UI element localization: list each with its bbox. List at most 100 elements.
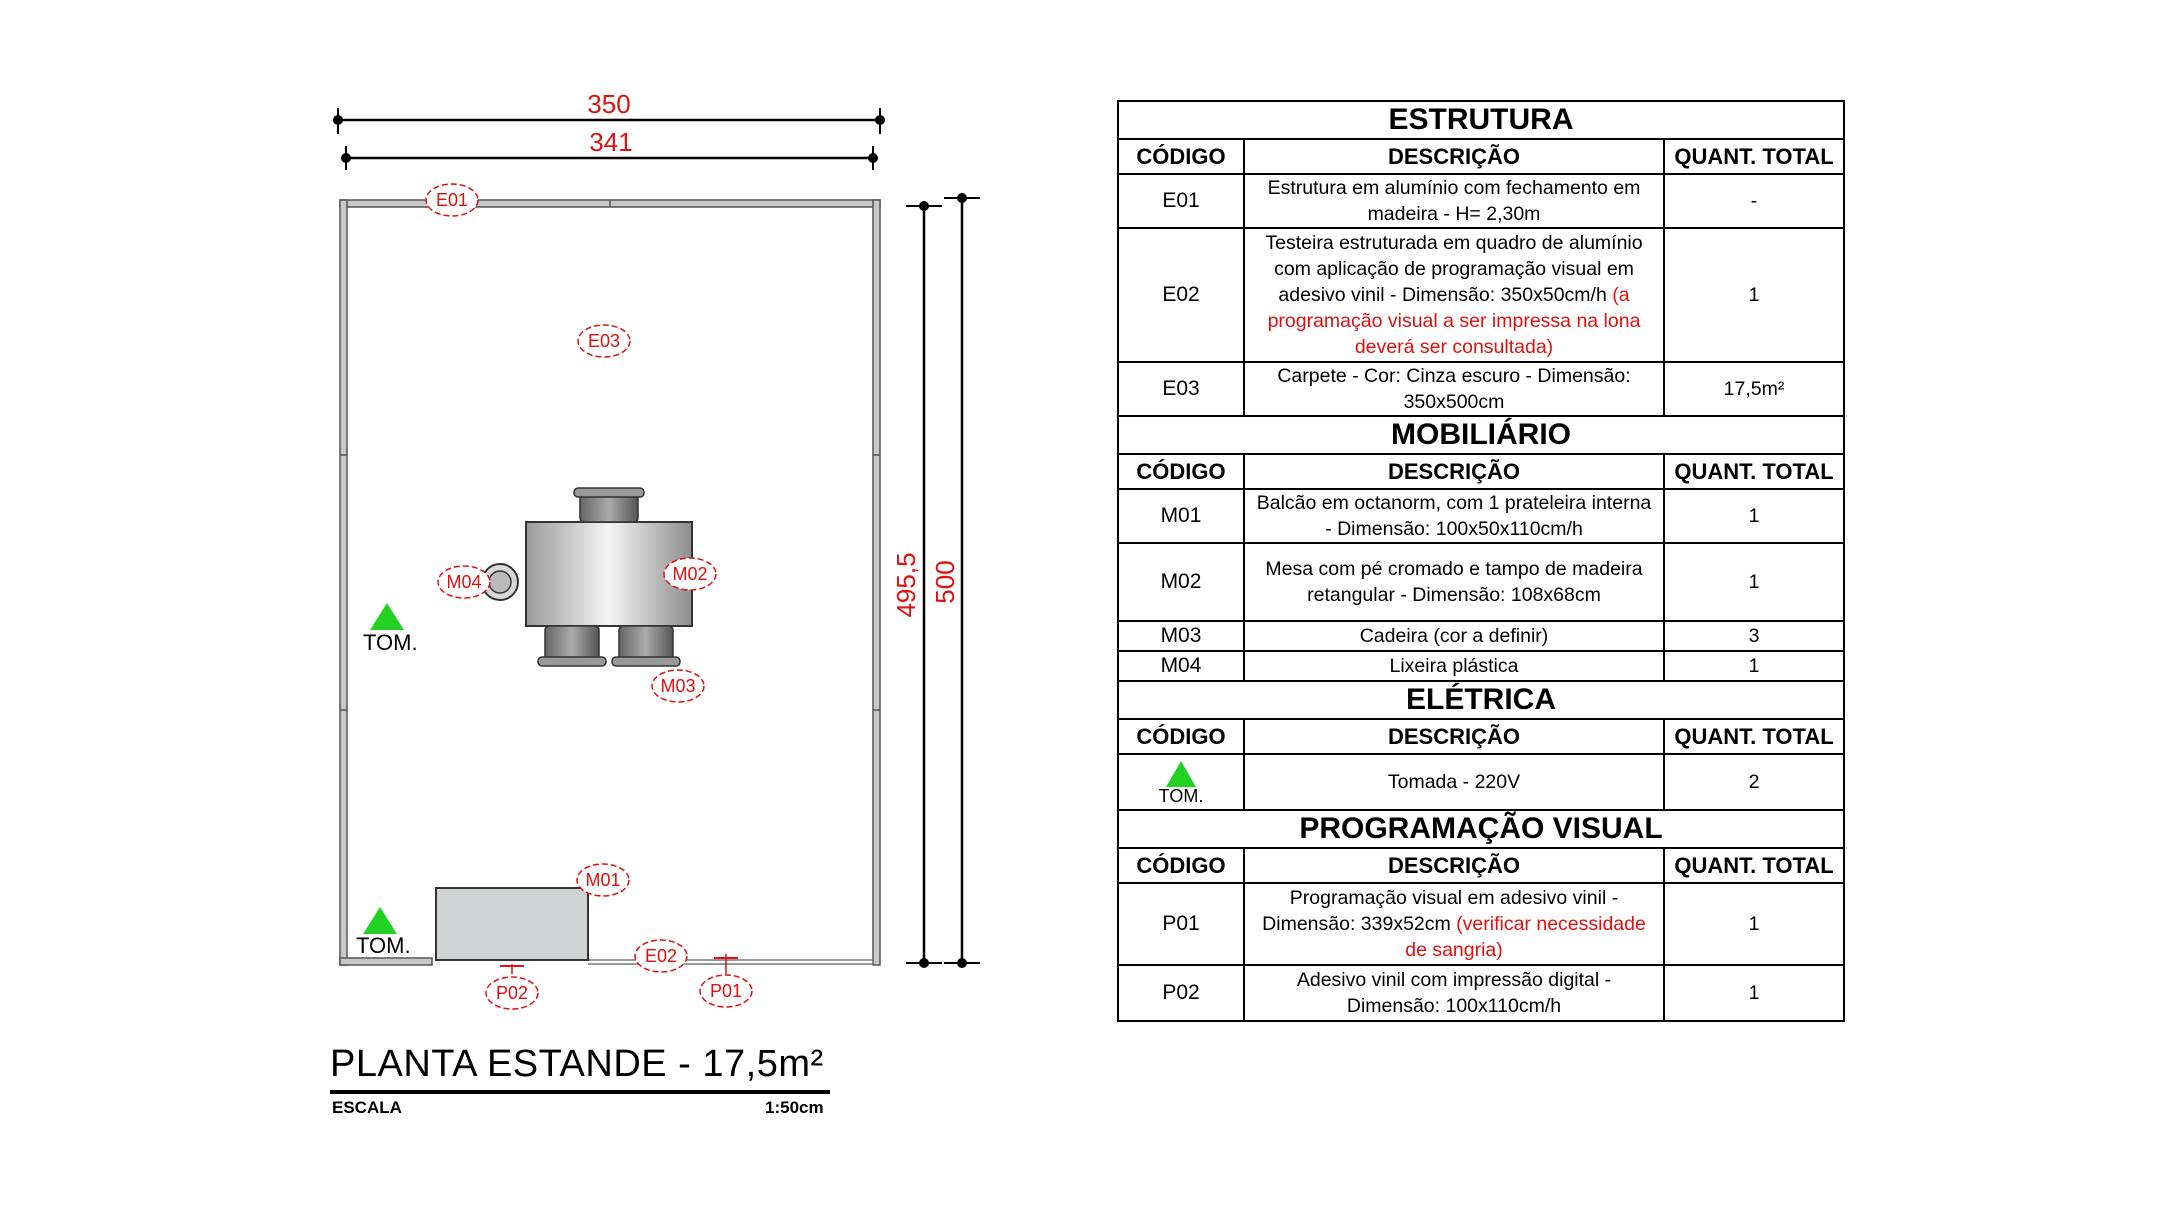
row-code: M02 — [1117, 542, 1245, 622]
row-description: Balcão em octanorm, com 1 prateleira int… — [1243, 488, 1665, 544]
row-code: E03 — [1117, 361, 1245, 417]
header-quantity: QUANT. TOTAL — [1662, 138, 1846, 175]
header-quantity: QUANT. TOTAL — [1662, 453, 1846, 490]
table-row: M02 Mesa com pé cromado e tampo de madei… — [1117, 542, 1846, 622]
row-description: Testeira estruturada em quadro de alumín… — [1243, 227, 1665, 363]
chair-top — [573, 487, 645, 523]
row-description: Estrutura em alumínio com fechamento em … — [1243, 173, 1665, 229]
scale-value: 1:50cm — [765, 1098, 824, 1117]
counter-m01 — [435, 887, 589, 961]
tag-m01: M01 — [576, 863, 630, 897]
table-row: E03 Carpete - Cor: Cinza escuro - Dimens… — [1117, 361, 1846, 417]
row-quantity: 1 — [1662, 964, 1846, 1022]
header-quantity: QUANT. TOTAL — [1662, 847, 1846, 884]
table-row: M01 Balcão em octanorm, com 1 prateleira… — [1117, 488, 1846, 544]
dimension-top-inner: 341 — [341, 127, 878, 170]
outlet-code-label: TOM. — [1158, 786, 1204, 806]
dim-500-label: 500 — [930, 560, 960, 603]
row-code: P01 — [1117, 882, 1245, 966]
dim-350-label: 350 — [587, 89, 630, 119]
row-code: P02 — [1117, 964, 1245, 1022]
outlet-label: TOM. — [363, 630, 418, 655]
trash-bin-m04 — [481, 563, 519, 601]
dimension-top-outer: 350 — [333, 89, 885, 134]
header-code: CÓDIGO — [1117, 847, 1245, 884]
row-description: Mesa com pé cromado e tampo de madeira r… — [1243, 542, 1665, 622]
tag-p01: P01 — [699, 954, 753, 1008]
row-quantity: - — [1662, 173, 1846, 229]
stand-walls — [339, 199, 881, 966]
svg-text:E02: E02 — [645, 946, 677, 966]
svg-text:E03: E03 — [588, 331, 620, 351]
row-quantity: 1 — [1662, 542, 1846, 622]
outlet-triangle-icon — [1166, 761, 1196, 787]
row-description: Tomada - 220V — [1243, 753, 1665, 811]
row-quantity: 1 — [1662, 488, 1846, 544]
tag-e01: E01 — [425, 183, 479, 217]
dimension-side-inner: 495,5 — [891, 201, 942, 968]
tag-m02: M02 — [663, 557, 717, 591]
svg-text:M01: M01 — [585, 870, 620, 890]
tag-e02: E02 — [634, 939, 688, 973]
svg-text:P02: P02 — [496, 983, 528, 1003]
header-code: CÓDIGO — [1117, 718, 1245, 755]
table-row: E01 Estrutura em alumínio com fechamento… — [1117, 173, 1846, 229]
tag-m04: M04 — [437, 565, 491, 599]
row-description: Programação visual em adesivo vinil - Di… — [1243, 882, 1665, 966]
specification-table: ESTRUTURA CÓDIGO DESCRIÇÃO QUANT. TOTAL … — [1116, 100, 1846, 1022]
header-description: DESCRIÇÃO — [1243, 453, 1665, 490]
row-quantity: 1 — [1662, 882, 1846, 966]
row-code: M01 — [1117, 488, 1245, 544]
row-description-text: Testeira estruturada em quadro de alumín… — [1265, 232, 1643, 306]
table-row: E02 Testeira estruturada em quadro de al… — [1117, 227, 1846, 363]
row-description: Adesivo vinil com impressão digital - Di… — [1243, 964, 1665, 1022]
table-row: TOM. Tomada - 220V 2 — [1117, 753, 1846, 811]
plan-title: PLANTA ESTANDE - 17,5m² — [330, 1040, 830, 1094]
row-description-text: Programação visual em adesivo vinil - Di… — [1262, 887, 1619, 935]
row-quantity: 1 — [1662, 650, 1846, 682]
row-code: M04 — [1117, 650, 1245, 682]
svg-text:M03: M03 — [660, 676, 695, 696]
table-row: M04 Lixeira plástica 1 — [1117, 650, 1846, 682]
row-description-note: (a programação visual a ser impressa na … — [1267, 284, 1641, 358]
header-code: CÓDIGO — [1117, 453, 1245, 490]
section-title-mobiliario: MOBILIÁRIO — [1116, 415, 1846, 455]
svg-text:M02: M02 — [672, 564, 707, 584]
row-code: TOM. — [1117, 753, 1245, 811]
floor-plan: 350 341 495,5 500 — [333, 89, 980, 1010]
table-row: M03 Cadeira (cor a definir) 3 — [1117, 620, 1846, 652]
row-code: M03 — [1117, 620, 1245, 652]
dimension-side-outer: 500 — [930, 193, 980, 968]
row-quantity: 2 — [1662, 753, 1846, 811]
row-description: Carpete - Cor: Cinza escuro - Dimensão: … — [1243, 361, 1665, 417]
row-code: E02 — [1117, 227, 1245, 363]
row-quantity: 3 — [1662, 620, 1846, 652]
table-row: P02 Adesivo vinil com impressão digital … — [1117, 964, 1846, 1022]
chair-bottom-left — [537, 625, 607, 667]
svg-text:M04: M04 — [446, 572, 481, 592]
row-description-note: (verificar necessidade de sangria) — [1405, 913, 1646, 961]
outlet-label: TOM. — [356, 933, 411, 958]
section-title-estrutura: ESTRUTURA — [1116, 100, 1846, 140]
header-quantity: QUANT. TOTAL — [1662, 718, 1846, 755]
outlet-triangle-icon — [363, 907, 397, 934]
table-row: P01 Programação visual em adesivo vinil … — [1117, 882, 1846, 966]
row-description: Lixeira plástica — [1243, 650, 1665, 682]
row-code: E01 — [1117, 173, 1245, 229]
dim-341-label: 341 — [589, 127, 632, 157]
header-description: DESCRIÇÃO — [1243, 718, 1665, 755]
section-title-eletrica: ELÉTRICA — [1116, 680, 1846, 720]
tag-p02: P02 — [485, 964, 539, 1010]
outlet-triangle-icon — [370, 603, 404, 630]
svg-text:E01: E01 — [436, 190, 468, 210]
section-title-programacao-visual: PROGRAMAÇÃO VISUAL — [1116, 809, 1846, 849]
row-quantity: 17,5m² — [1662, 361, 1846, 417]
row-quantity: 1 — [1662, 227, 1846, 363]
header-code: CÓDIGO — [1117, 138, 1245, 175]
row-description: Cadeira (cor a definir) — [1243, 620, 1665, 652]
dim-495-label: 495,5 — [891, 552, 921, 617]
outlet-marker-2: TOM. — [356, 907, 411, 958]
svg-text:P01: P01 — [710, 981, 742, 1001]
outlet-marker-1: TOM. — [363, 603, 418, 655]
scale-label: ESCALA — [332, 1098, 402, 1117]
